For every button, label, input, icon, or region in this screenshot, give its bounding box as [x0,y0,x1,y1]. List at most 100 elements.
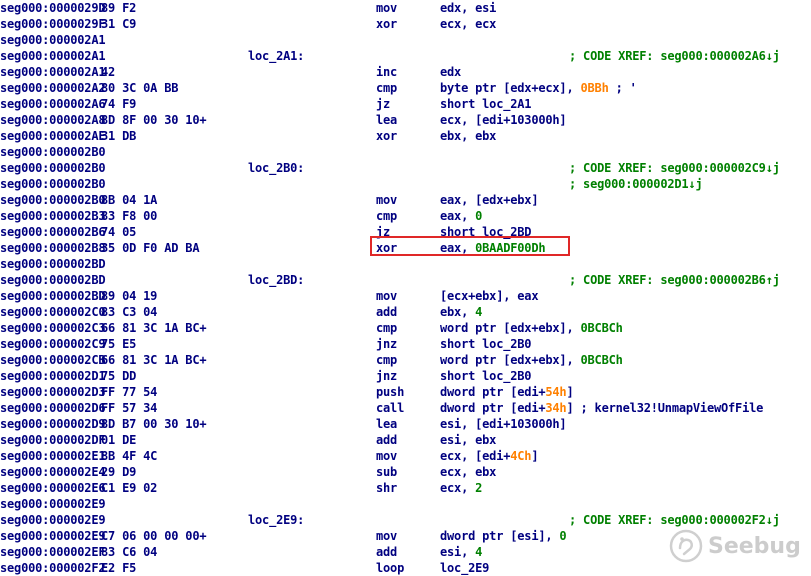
operand-number: 0 [559,529,567,543]
row-address: seg000:000002D9 [0,417,106,431]
operand-hex-value: 34h [545,401,567,415]
row-bytes: 75 E5 [101,337,137,351]
row-bytes: 74 F9 [101,97,137,111]
row-address: seg000:000002B0 [0,161,106,175]
row-address: seg000:000002C3 [0,321,106,335]
operand-number: 0BAADF00Dh [475,241,546,255]
row-address: seg000:000002A1 [0,33,106,47]
operand-text: word ptr [edx+ebx], [440,353,581,367]
row-operands: byte ptr [edx+ecx], 0BBh ; ' [440,80,637,96]
row-operands: ecx, [edi+103000h] [440,113,567,127]
row-bytes: 29 D9 [101,465,137,479]
row-mnemonic: jnz [376,337,398,351]
row-address: seg000:000002C0 [0,305,106,319]
row-bytes: 66 81 3C 1A BC+ [101,353,207,367]
row-operands: dword ptr [edi+34h] ; kernel32!UnmapView… [440,400,763,416]
row-mnemonic: xor [376,129,398,143]
seebug-watermark: Seebug [668,528,808,568]
row-bytes: 8B 04 1A [101,193,158,207]
row-operands: loc_2E9 [440,561,490,575]
watermark-text: Seebug [708,534,801,559]
row-mnemonic: mov [376,1,398,15]
row-address: seg000:000002BD [0,289,106,303]
row-mnemonic: add [376,305,398,319]
row-operands: edx, esi [440,1,497,15]
operand-hex-value: 0BBh [580,81,609,95]
operand-suffix: ] [566,385,574,399]
row-address: seg000:000002EF [0,545,106,559]
row-mnemonic: lea [376,417,398,431]
row-mnemonic: sub [376,465,398,479]
row-mnemonic: cmp [376,81,398,95]
operand-text: dword ptr [edi+ [440,401,546,415]
row-address: seg000:000002AE [0,129,106,143]
row-operands: eax, 0BAADF00Dh [440,240,546,256]
row-bytes: C7 06 00 00 00+ [101,529,207,543]
row-operands: ecx, [edi+4Ch] [440,448,539,464]
row-operands: ecx, ebx [440,465,497,479]
row-operands: eax, [edx+ebx] [440,193,539,207]
row-operands: short loc_2B0 [440,337,532,351]
row-mnemonic: jz [376,225,391,239]
row-mnemonic: cmp [376,209,398,223]
row-address: seg000:000002E9 [0,529,106,543]
row-bytes: E2 F5 [101,561,137,575]
operand-hex-value: 4Ch [510,449,532,463]
row-operands: ecx, 2 [440,480,482,496]
row-bytes: 66 81 3C 1A BC+ [101,321,207,335]
xref-comment: ; CODE XREF: seg000:000002C9↓j [569,161,780,175]
row-mnemonic: call [376,401,405,415]
row-address: seg000:000002A8 [0,113,106,127]
seebug-logo-icon [669,529,703,563]
operand-number: 4 [475,305,483,319]
row-address: seg000:000002E6 [0,481,106,495]
row-bytes: 01 DE [101,433,137,447]
row-bytes: 42 [101,65,116,79]
row-address: seg000:000002BD [0,257,106,271]
row-mnemonic: xor [376,241,398,255]
row-mnemonic: jz [376,97,391,111]
row-mnemonic: shr [376,481,398,495]
row-address: seg000:000002B8 [0,241,106,255]
row-address: seg000:0000029D [0,1,106,15]
row-address: seg000:000002F2 [0,561,106,575]
row-mnemonic: add [376,433,398,447]
operand-text: eax, [440,209,476,223]
row-address: seg000:000002B0 [0,193,106,207]
xref-comment: ; seg000:000002D1↓j [569,177,703,191]
row-address: seg000:000002E9 [0,497,106,511]
row-mnemonic: push [376,385,405,399]
row-bytes: 8D B7 00 30 10+ [101,417,207,431]
row-address: seg000:000002C9 [0,337,106,351]
operand-text: ebx, [440,305,476,319]
row-address: seg000:000002BD [0,273,106,287]
xref-comment: ; CODE XREF: seg000:000002B6↑j [569,273,780,287]
row-address: seg000:000002A6 [0,97,106,111]
highlight-box [370,236,570,256]
operand-text: ecx, [edi+ [440,449,511,463]
row-operands: short loc_2B0 [440,369,532,383]
row-operands: edx [440,65,462,79]
operand-number: 4 [475,545,483,559]
row-address: seg000:000002E4 [0,465,106,479]
row-address: seg000:000002A2 [0,81,106,95]
operand-suffix: ] [531,449,539,463]
row-bytes: 31 C9 [101,17,137,31]
row-address: seg000:000002B3 [0,209,106,223]
row-bytes: 89 04 19 [101,289,158,303]
row-mnemonic: lea [376,113,398,127]
row-operands: short loc_2A1 [440,97,532,111]
row-address: seg000:000002D3 [0,385,106,399]
row-label: loc_2BD: [248,273,305,287]
row-mnemonic: mov [376,193,398,207]
row-address: seg000:000002A1 [0,65,106,79]
operand-text: byte ptr [edx+ecx], [440,81,581,95]
row-operands: ecx, ecx [440,17,497,31]
row-label: loc_2A1: [248,49,305,63]
operand-suffix: ] ; kernel32!UnmapViewOfFile [566,401,764,415]
row-bytes: 31 DB [101,129,137,143]
row-operands: eax, 0 [440,208,482,224]
row-operands: [ecx+ebx], eax [440,289,539,303]
row-bytes: 74 05 [101,225,137,239]
